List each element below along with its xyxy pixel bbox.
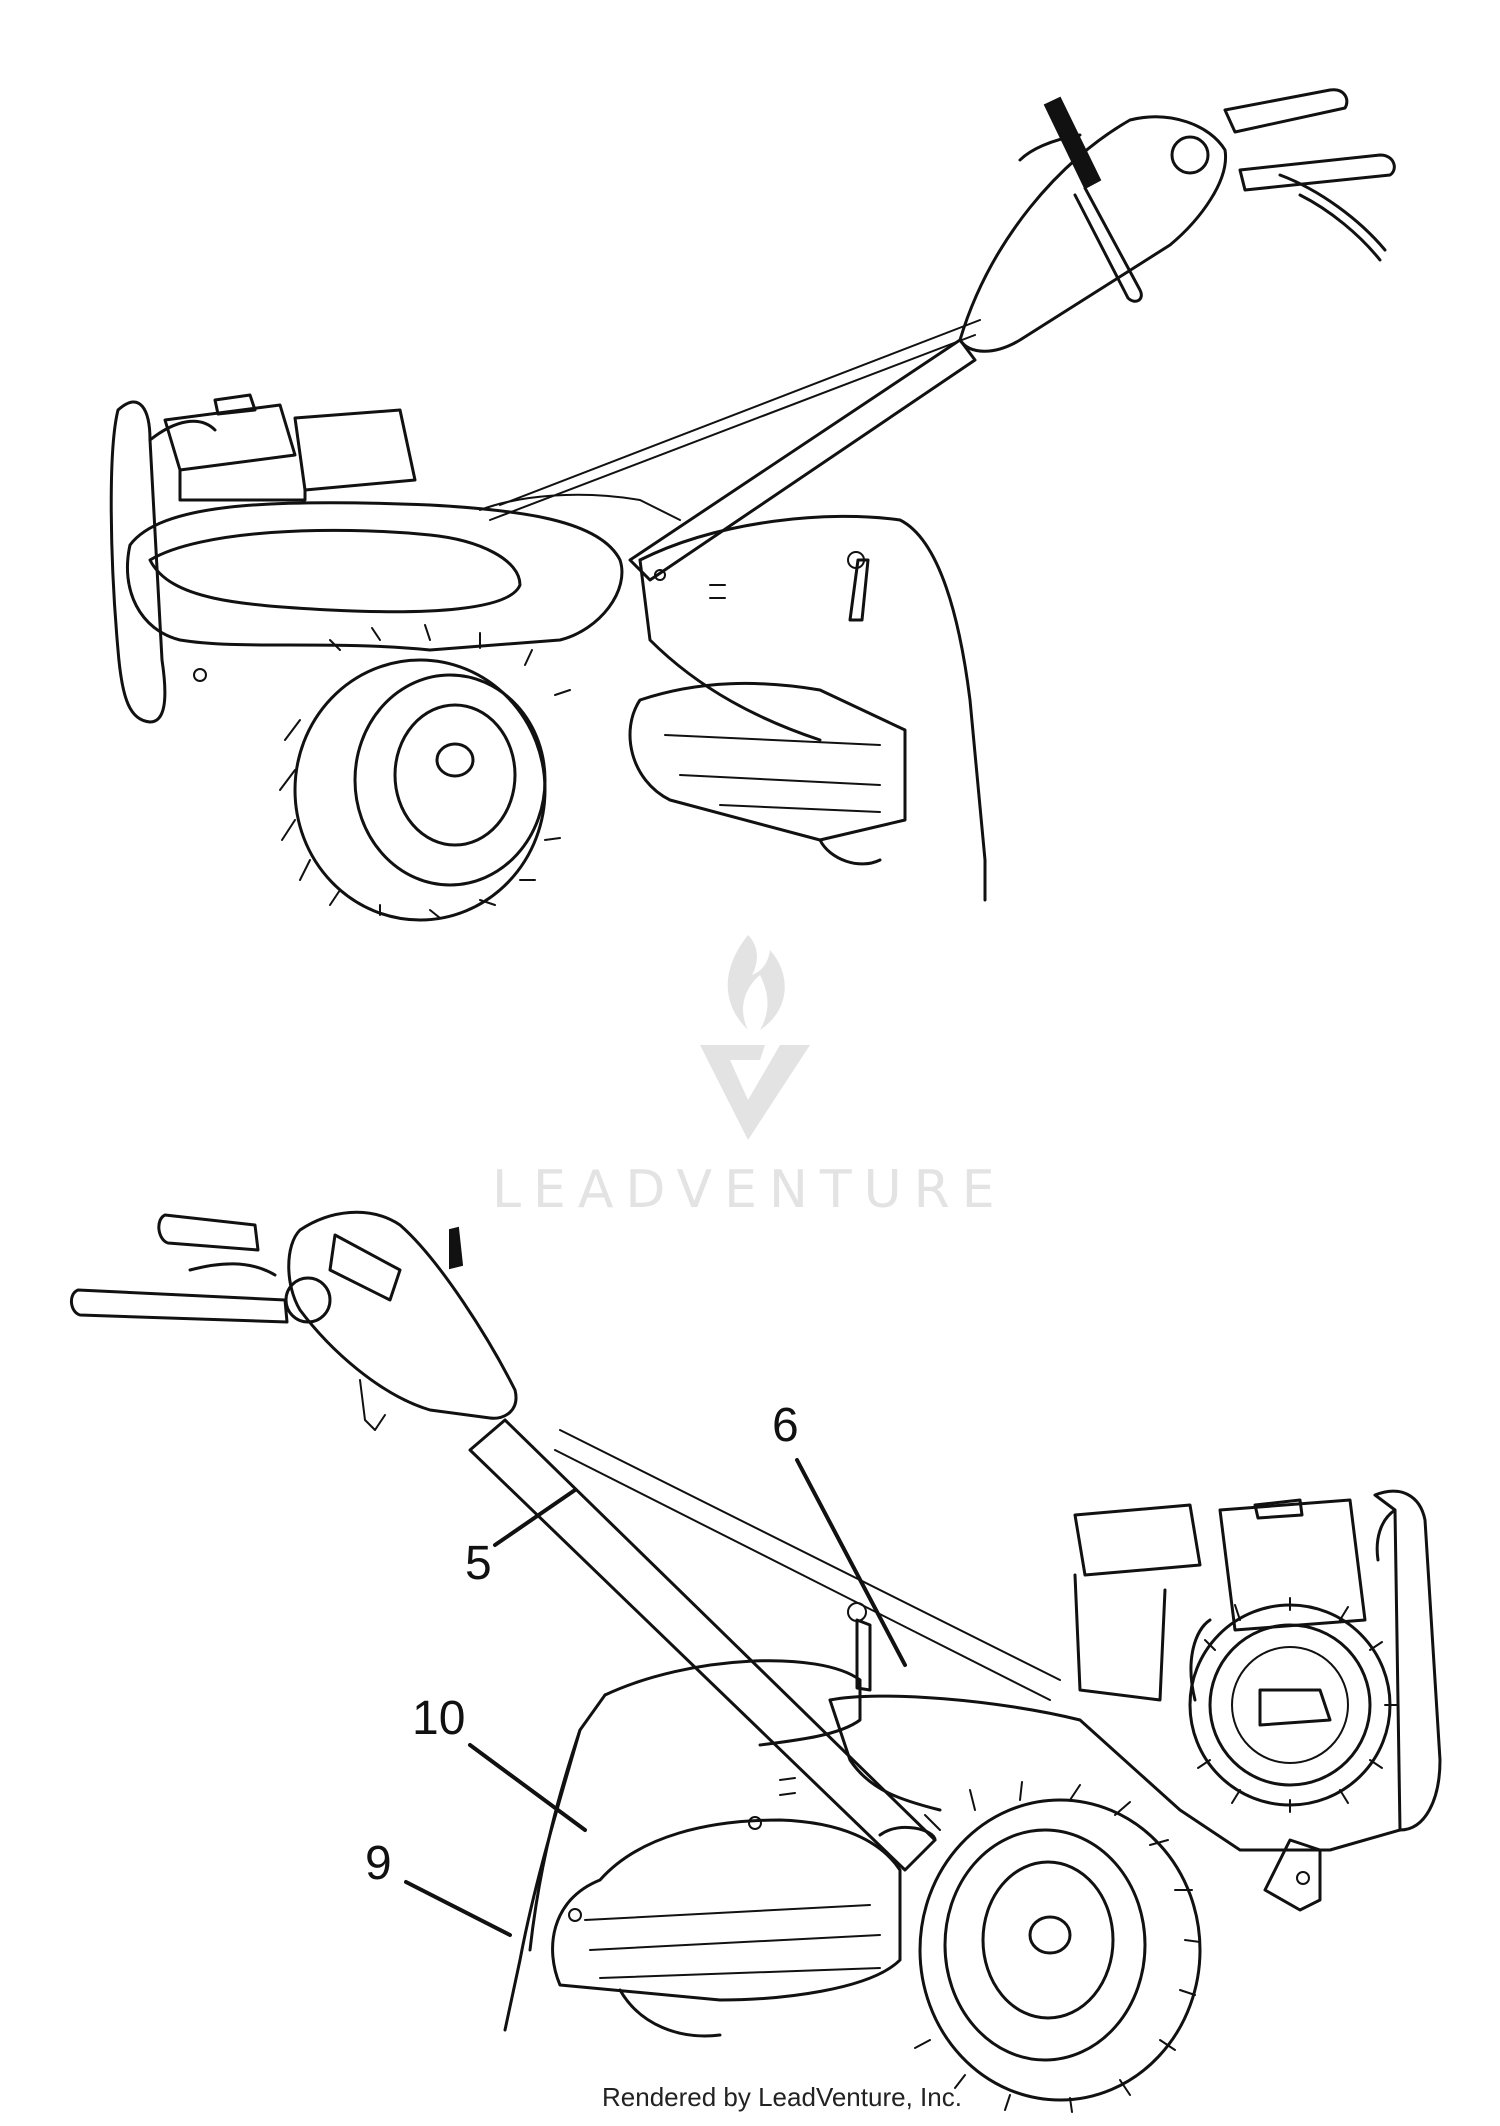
tiller-bottom-view: [70, 1210, 1442, 2113]
flame-v-logo-icon: [700, 935, 810, 1140]
callout-10: 10: [412, 1692, 466, 1745]
tiller-top-view: [109, 88, 1396, 922]
callout-leaders: [404, 1458, 907, 1937]
footer-credit: Rendered by LeadVenture, Inc.: [602, 2082, 962, 2112]
callout-6: 6: [772, 1399, 799, 1452]
callout-5: 5: [465, 1537, 492, 1590]
callout-10-leader: [468, 1743, 587, 1832]
callout-6-leader: [795, 1458, 907, 1667]
callout-5-leader: [493, 1488, 577, 1547]
watermark-text: LEADVENTURE: [492, 1160, 1007, 1220]
callout-9-leader: [404, 1880, 512, 1937]
callout-9: 9: [365, 1837, 392, 1890]
